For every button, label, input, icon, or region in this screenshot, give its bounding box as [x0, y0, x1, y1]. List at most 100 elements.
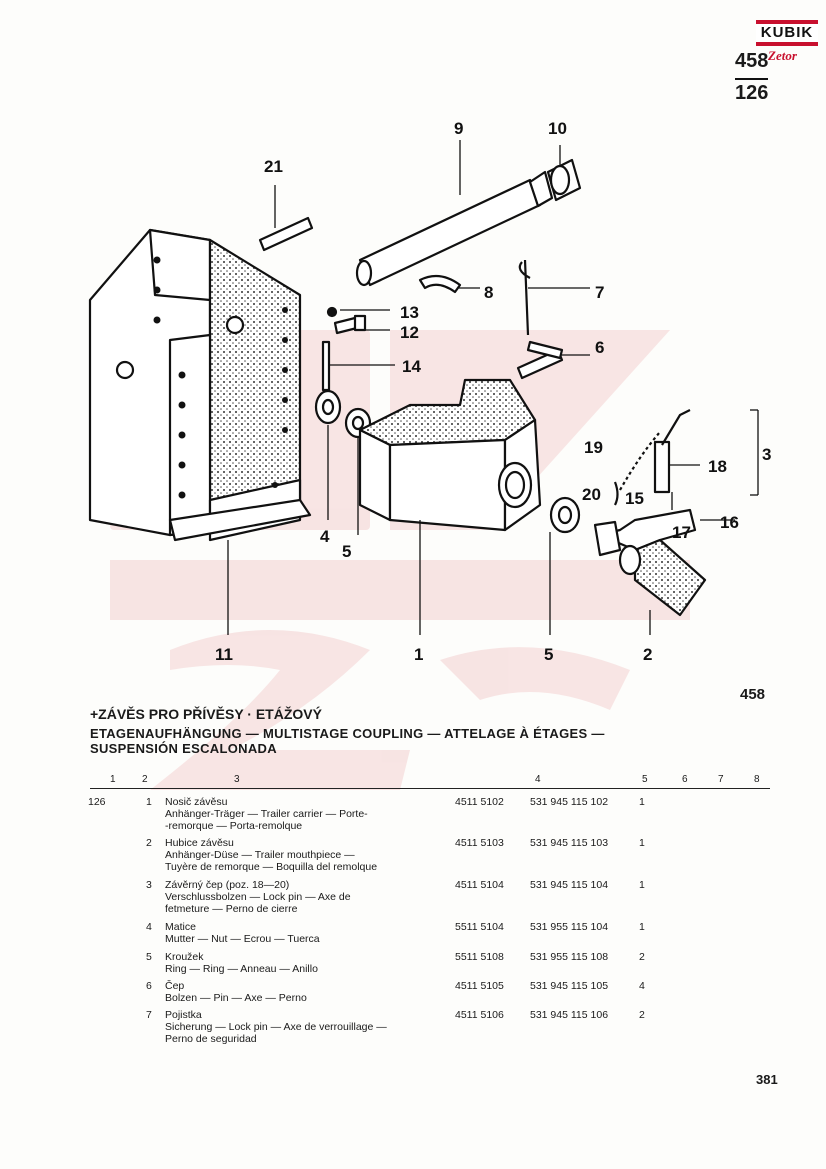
callout-21: 21 — [264, 157, 283, 176]
logo-subbrand: Zetor — [768, 48, 797, 63]
page-number: 381 — [756, 1072, 778, 1087]
figure-number: 458 — [740, 686, 766, 703]
row-description-line: Hubice závěsu — [165, 837, 234, 849]
callout-16: 16 — [720, 513, 739, 532]
col-header-2: 2 — [142, 774, 148, 785]
part-callouts: 9 10 21 8 7 13 12 6 14 19 18 3 20 15 16 … — [215, 119, 771, 664]
row-position: 6 — [146, 980, 152, 992]
callout-11: 11 — [215, 645, 233, 664]
row-part-number: 5511 5108 — [455, 951, 504, 963]
trailer-carrier-frame — [88, 228, 312, 542]
row-quantity: 2 — [639, 1009, 645, 1021]
row-description-line: Mutter — Nut — Ecrou — Tuerca — [165, 933, 320, 945]
shaft-9 — [355, 170, 554, 287]
row-description-line: Pojistka — [165, 1009, 202, 1021]
lock-pin-7 — [518, 259, 531, 336]
clip-8 — [418, 274, 462, 294]
row-position: 4 — [146, 921, 152, 933]
ring-5-upper — [344, 407, 372, 439]
callout-14: 14 — [402, 357, 421, 376]
pin-14 — [321, 340, 331, 392]
callout-10: 10 — [548, 119, 567, 138]
row-description-line: fetmeture — Perno de cierre — [165, 903, 298, 915]
row-quantity: 1 — [639, 921, 645, 933]
row-position: 7 — [146, 1009, 152, 1021]
ring-5-lower — [549, 496, 581, 534]
row-catalog-number: 531 955 115 108 — [530, 951, 609, 963]
row-catalog-number: 531 945 115 105 — [530, 980, 609, 992]
callout-17: 17 — [672, 523, 691, 542]
title-czech: +ZÁVĚS PRO PŘÍVĚSY · ETÁŽOVÝ — [90, 706, 322, 722]
row-description-line: Perno de seguridad — [165, 1033, 257, 1045]
row-description-line: Tuyère de remorque — Boquilla del remolq… — [165, 861, 378, 873]
row-catalog-number: 531 945 115 102 — [530, 796, 609, 808]
row-description-line: Závěrný čep (poz. 18—20) — [165, 879, 290, 891]
title-multilingual-line1: ETAGENAUFHÄNGUNG — MULTISTAGE COUPLING —… — [90, 726, 605, 741]
row-catalog-number: 531 945 115 106 — [530, 1009, 609, 1021]
bolt-12 — [333, 314, 367, 335]
row-description-line: Čep — [165, 980, 185, 992]
row-part-number: 4511 5103 — [455, 837, 504, 849]
title-multilingual-line2: SUSPENSIÓN ESCALONADA — [90, 741, 277, 756]
lock-pin-18 — [653, 409, 691, 494]
row-position: 3 — [146, 879, 152, 891]
col-header-6: 6 — [682, 774, 688, 785]
callout-18: 18 — [708, 457, 727, 476]
callout-4: 4 — [320, 527, 330, 546]
callout-20: 20 — [582, 485, 601, 504]
ring-20 — [613, 481, 619, 506]
washer-13 — [326, 306, 338, 318]
callout-9: 9 — [454, 119, 463, 138]
col-header-5: 5 — [642, 774, 648, 785]
col-header-7: 7 — [718, 774, 724, 785]
pin-6 — [516, 340, 564, 380]
row-part-number: 5511 5104 — [455, 921, 504, 933]
row-description-line: Sicherung — Lock pin — Axe de verrouilla… — [165, 1021, 387, 1033]
row-figure-number: 126 — [88, 796, 106, 808]
row-part-number: 4511 5104 — [455, 879, 504, 891]
row-description-line: Matice — [165, 921, 196, 933]
callout-2: 2 — [643, 645, 652, 664]
row-quantity: 1 — [639, 879, 645, 891]
row-description-line: Anhänger-Düse — Trailer mouthpiece — — [165, 849, 355, 861]
row-part-number: 4511 5105 — [455, 980, 504, 992]
row-description-line: Kroužek — [165, 951, 204, 963]
row-position: 2 — [146, 837, 152, 849]
row-part-number: 4511 5102 — [455, 796, 504, 808]
page-ref-top: 458 — [735, 50, 769, 72]
col-header-4: 4 — [535, 774, 541, 785]
collar-10 — [546, 158, 582, 202]
nut-4 — [314, 389, 342, 425]
trailer-mouthpiece — [358, 378, 542, 532]
page-ref-bottom: 126 — [735, 78, 769, 105]
callout-3: 3 — [762, 445, 771, 464]
row-position: 1 — [146, 796, 152, 808]
col-header-1: 1 — [110, 774, 116, 785]
row-description-line: Ring — Ring — Anneau — Anillo — [165, 963, 318, 975]
callout-13: 13 — [400, 303, 419, 322]
row-part-number: 4511 5106 — [455, 1009, 504, 1021]
logo-wordmark: KUBIK — [756, 20, 818, 46]
col-header-3: 3 — [234, 774, 240, 785]
exploded-parts-diagram: 9 10 21 8 7 13 12 6 14 19 18 3 20 15 16 … — [88, 119, 771, 664]
row-catalog-number: 531 945 115 104 — [530, 879, 609, 891]
callout-5-upper: 5 — [342, 542, 351, 561]
row-quantity: 4 — [639, 980, 645, 992]
callout-8: 8 — [484, 283, 493, 302]
row-catalog-number: 531 955 115 104 — [530, 921, 609, 933]
pin-21 — [258, 216, 314, 252]
row-catalog-number: 531 945 115 103 — [530, 837, 609, 849]
kubik-zetor-logo: KUBIK Zetor — [756, 14, 818, 64]
row-quantity: 1 — [639, 796, 645, 808]
callout-1: 1 — [414, 645, 423, 664]
row-description-line: Nosič závěsu — [165, 796, 228, 808]
callout-5-lower: 5 — [544, 645, 553, 664]
row-description-line: Verschlussbolzen — Lock pin — Axe de — [165, 891, 351, 903]
row-description-line: Bolzen — Pin — Axe — Perno — [165, 992, 307, 1004]
row-quantity: 2 — [639, 951, 645, 963]
callout-15: 15 — [625, 489, 644, 508]
callout-19: 19 — [584, 438, 603, 457]
callout-12: 12 — [400, 323, 419, 342]
callout-6: 6 — [595, 338, 604, 357]
chain-19 — [619, 431, 661, 491]
